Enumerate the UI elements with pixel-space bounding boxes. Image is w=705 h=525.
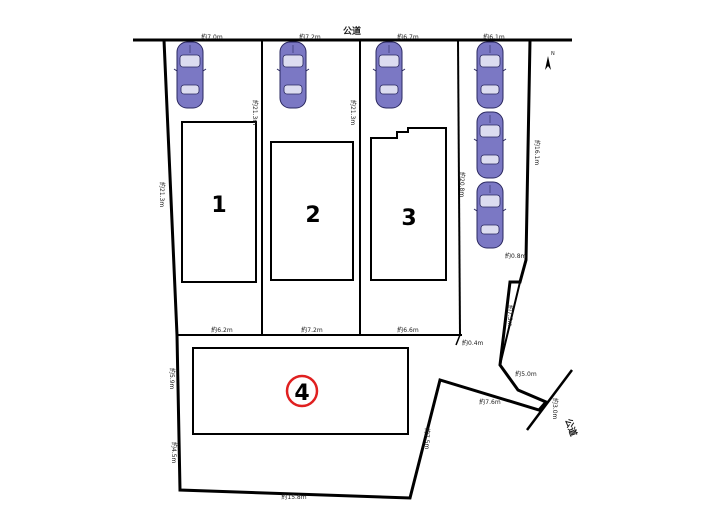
driveway-edge bbox=[498, 281, 521, 391]
dim-bottom-lot1: 約6.2m bbox=[211, 326, 233, 334]
lot-divider-3-4 bbox=[457, 39, 461, 336]
dim-left-lower-1: 約5.9m bbox=[168, 368, 176, 390]
public-road-label: 公道 bbox=[343, 25, 361, 37]
dim-bottom-total: 約15.8m bbox=[281, 493, 306, 501]
side-road-line bbox=[526, 369, 573, 431]
dim-bottom-lot3: 約6.6m bbox=[397, 326, 419, 334]
dim-driveway-top: 約5.0m bbox=[515, 370, 537, 378]
car-icon bbox=[473, 41, 507, 109]
car-icon bbox=[372, 41, 406, 109]
dim-lot3-side: 約20.8m bbox=[458, 172, 466, 197]
dim-right-upper: 約16.1m bbox=[533, 140, 541, 165]
dim-top-lot2: 約7.2m bbox=[299, 33, 321, 41]
dim-road-frontage: 約3.0m bbox=[551, 398, 559, 420]
building-lot-4 bbox=[192, 347, 409, 435]
car-icon bbox=[276, 41, 310, 109]
dim-top-lot4: 約6.1m bbox=[483, 33, 505, 41]
side-road-label: 公道 bbox=[562, 417, 579, 438]
dim-left-side: 約21.3m bbox=[158, 182, 166, 207]
dim-bottom-lot2: 約7.2m bbox=[301, 326, 323, 334]
dim-step-small: 約0.8m bbox=[505, 252, 527, 260]
car-icon bbox=[473, 181, 507, 249]
lot-number-1: 1 bbox=[211, 193, 226, 218]
building-lot-1 bbox=[181, 121, 257, 283]
dim-top-lot3: 約6.7m bbox=[397, 33, 419, 41]
dim-driveway-bottom: 約7.6m bbox=[479, 398, 501, 406]
dim-lot2-side: 約21.3m bbox=[349, 100, 357, 125]
lot-4-highlight-circle bbox=[285, 374, 319, 408]
svg-text:N: N bbox=[551, 51, 555, 57]
building-lot-2 bbox=[270, 141, 354, 281]
car-icon bbox=[473, 111, 507, 179]
car-icon bbox=[173, 41, 207, 109]
dim-corner-small: 約0.4m bbox=[462, 339, 484, 347]
lot-number-2: 2 bbox=[305, 203, 320, 228]
lot-number-3: 3 bbox=[401, 206, 416, 231]
dim-driveway-side: 約7.5m bbox=[506, 305, 514, 327]
lot-number-4: 4 bbox=[294, 381, 309, 406]
building-lot-3 bbox=[370, 127, 447, 281]
dim-top-lot1: 約7.0m bbox=[201, 33, 223, 41]
dim-lot1-side: 約21.3m bbox=[251, 100, 259, 125]
dim-lot4-right: 約7.5m bbox=[423, 428, 431, 450]
dim-left-lower-2: 約4.5m bbox=[170, 442, 178, 464]
north-arrow-icon: N bbox=[545, 51, 555, 70]
lot-4-corner bbox=[455, 334, 461, 346]
